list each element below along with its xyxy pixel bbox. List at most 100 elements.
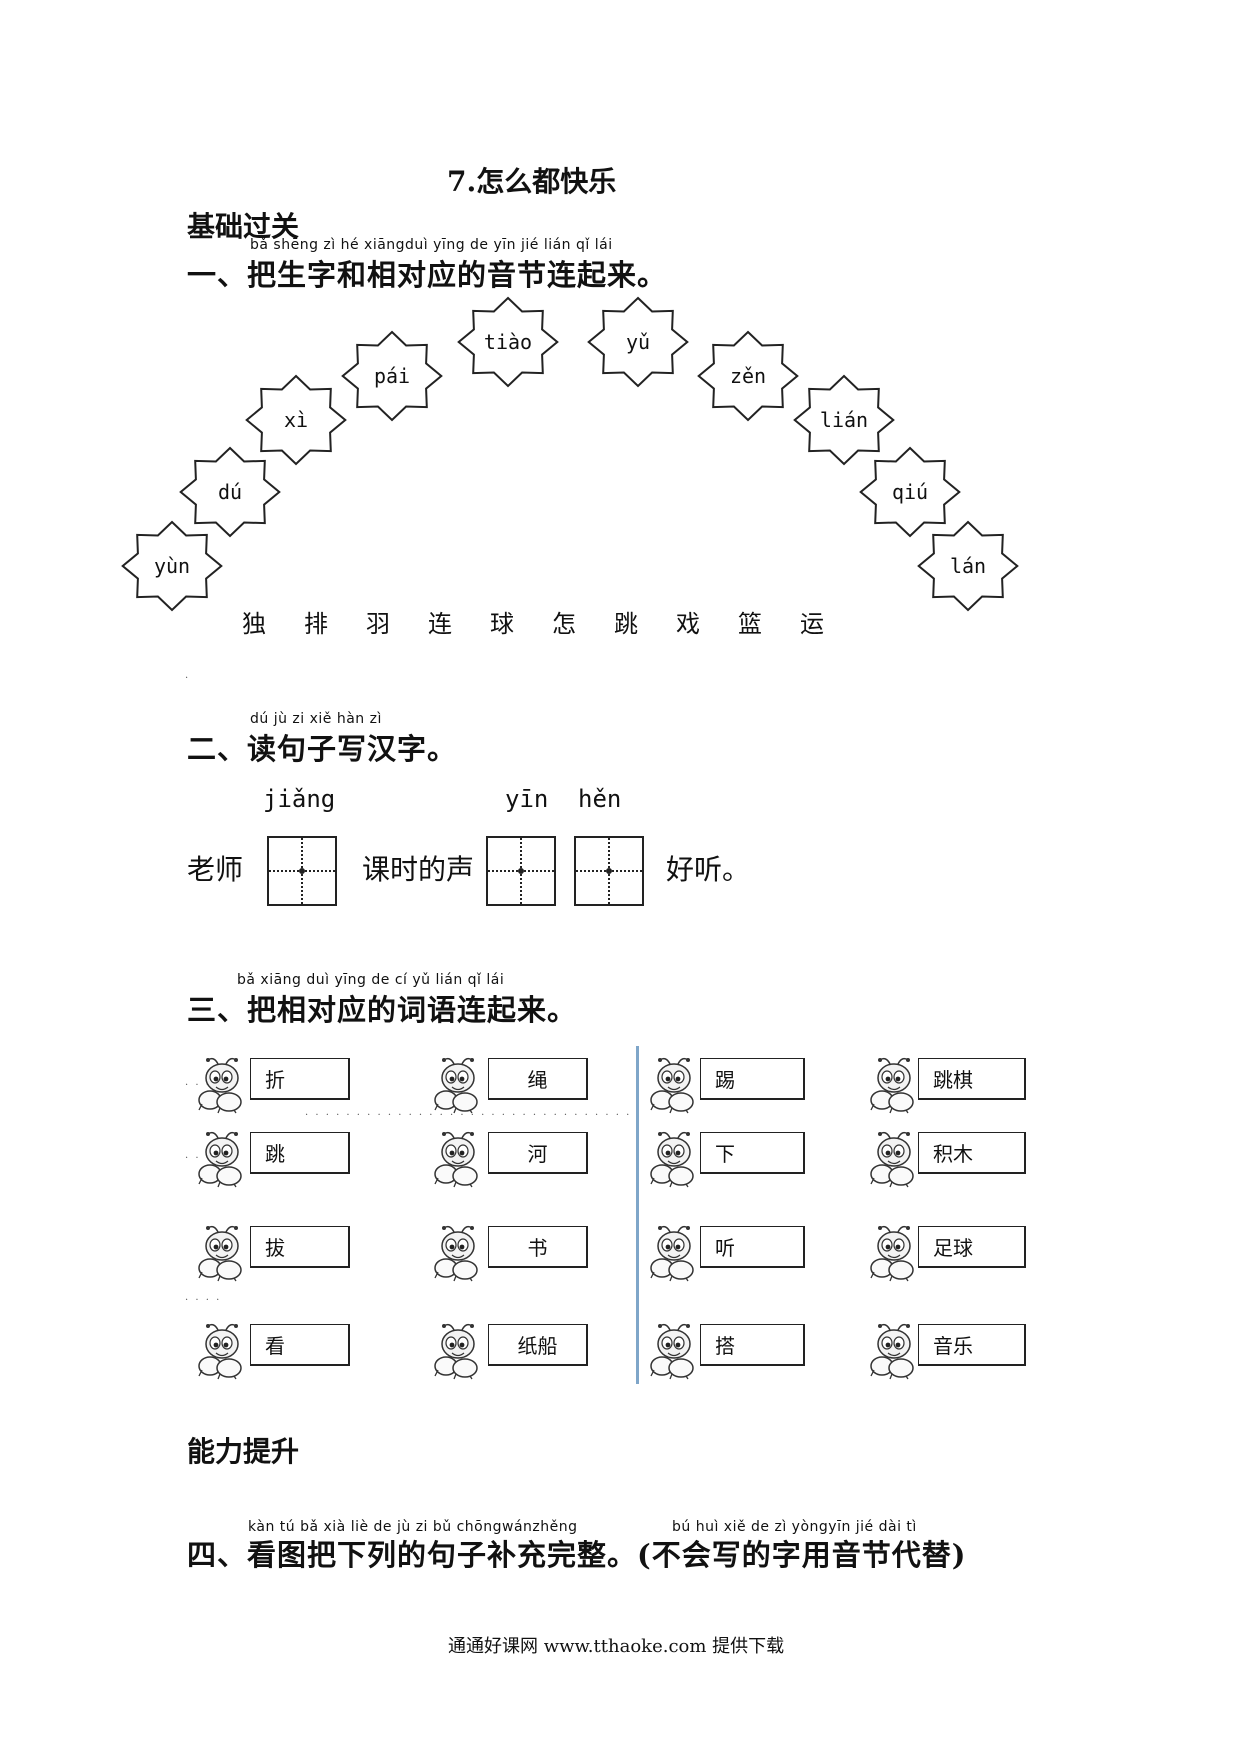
word-label: 下 <box>715 1142 735 1166</box>
word-label: 积木 <box>933 1142 973 1166</box>
q2-pinyin-yin: yīn <box>505 785 549 813</box>
q1-char: 连 <box>428 610 452 638</box>
q3-pinyin: bǎ xiāng duì yīng de cí yǔ lián qǐ lái <box>237 972 505 988</box>
word-match-box[interactable]: 跳棋 <box>918 1058 1026 1100</box>
stray-dot: . <box>185 670 191 681</box>
word-match-box[interactable]: 折 <box>250 1058 350 1100</box>
word-match-box[interactable]: 绳 <box>488 1058 588 1100</box>
word-match-box[interactable]: 听 <box>700 1226 805 1268</box>
pinyin-star-label: lián <box>819 408 869 432</box>
stray-dot: . . . . <box>185 1292 222 1303</box>
pinyin-star-label: pái <box>373 364 411 388</box>
bug-icon <box>432 1224 484 1282</box>
star-shape <box>179 446 281 538</box>
word-label: 河 <box>527 1142 548 1166</box>
q4-heading: 四、看图把下列的句子补充完整。(不会写的字用音节代替) <box>187 1538 967 1572</box>
q2-heading: 二、读句子写汉字。 <box>187 732 458 766</box>
word-label: 听 <box>715 1236 735 1260</box>
bug-icon <box>868 1322 920 1380</box>
star-shape <box>859 446 961 538</box>
page-title: 7.怎么都快乐 <box>447 165 617 198</box>
q2-pinyin-jiang: jiǎng <box>263 785 336 813</box>
q2-pinyin: dú jù zi xiě hàn zì <box>250 711 382 727</box>
q1-heading: 一、把生字和相对应的音节连起来。 <box>187 258 668 292</box>
word-match-box[interactable]: 纸船 <box>488 1324 588 1366</box>
bug-icon <box>648 1224 700 1282</box>
pinyin-star-card[interactable]: yùn <box>116 520 228 612</box>
pinyin-star-label: tiào <box>483 330 533 354</box>
q1-character-row: 独排羽连球怎跳戏篮运 <box>242 604 862 639</box>
stray-dot: . . . <box>185 1077 211 1088</box>
bug-icon <box>648 1130 700 1188</box>
pinyin-star-card[interactable]: tiào <box>452 296 564 388</box>
q4-pinyin-part1: kàn tú bǎ xià liè de jù zi bǔ chōngwánzh… <box>248 1519 578 1535</box>
star-shape <box>697 330 799 422</box>
q1-char: 戏 <box>676 610 700 638</box>
column-divider <box>636 1046 639 1384</box>
writing-grid-box[interactable] <box>486 836 556 906</box>
q2-pinyin-hen: hěn <box>578 785 622 813</box>
word-label: 搭 <box>715 1334 735 1358</box>
star-shape <box>245 374 347 466</box>
pinyin-star-label: qiú <box>891 480 929 504</box>
q2-sentence-part3: 好听。 <box>666 853 751 886</box>
bug-icon <box>432 1130 484 1188</box>
word-label: 跳棋 <box>933 1068 973 1092</box>
word-match-box[interactable]: 音乐 <box>918 1324 1026 1366</box>
pinyin-star-card[interactable]: xì <box>240 374 352 466</box>
bug-icon <box>648 1322 700 1380</box>
q1-char: 篮 <box>738 610 762 638</box>
pinyin-star-label: lán <box>949 554 987 578</box>
bug-icon <box>196 1130 248 1188</box>
q2-sentence-part2: 课时的声 <box>362 853 475 886</box>
pinyin-star-card[interactable]: pái <box>336 330 448 422</box>
q1-char: 怎 <box>552 610 576 638</box>
star-shape <box>457 296 559 388</box>
q2-sentence-part1: 老师 <box>187 853 244 886</box>
pinyin-star-card[interactable]: dú <box>174 446 286 538</box>
q1-char: 跳 <box>614 610 638 638</box>
word-label: 折 <box>265 1068 285 1092</box>
bug-icon <box>868 1056 920 1114</box>
star-shape <box>341 330 443 422</box>
word-label: 踢 <box>715 1068 735 1092</box>
word-label: 音乐 <box>933 1334 973 1358</box>
word-match-box[interactable]: 下 <box>700 1132 805 1174</box>
word-match-box[interactable]: 积木 <box>918 1132 1026 1174</box>
word-match-box[interactable]: 踢 <box>700 1058 805 1100</box>
word-label: 绳 <box>527 1068 548 1092</box>
word-label: 纸船 <box>517 1334 558 1358</box>
word-match-box[interactable]: 足球 <box>918 1226 1026 1268</box>
pinyin-star-card[interactable]: zěn <box>692 330 804 422</box>
pinyin-star-label: zěn <box>729 364 767 388</box>
star-shape <box>587 296 689 388</box>
word-match-box[interactable]: 看 <box>250 1324 350 1366</box>
star-shape <box>121 520 223 612</box>
q1-char: 排 <box>304 610 328 638</box>
bug-icon <box>196 1322 248 1380</box>
word-match-box[interactable]: 书 <box>488 1226 588 1268</box>
pinyin-star-label: xì <box>283 408 309 432</box>
word-match-box[interactable]: 拔 <box>250 1226 350 1268</box>
word-match-box[interactable]: 搭 <box>700 1324 805 1366</box>
word-match-box[interactable]: 河 <box>488 1132 588 1174</box>
word-label: 跳 <box>265 1142 285 1166</box>
bug-icon <box>868 1224 920 1282</box>
writing-grid-box[interactable] <box>574 836 644 906</box>
bug-icon <box>196 1056 248 1114</box>
star-shape <box>917 520 1019 612</box>
pinyin-star-card[interactable]: lán <box>912 520 1024 612</box>
pinyin-star-card[interactable]: qiú <box>854 446 966 538</box>
q4-pinyin-part2: bú huì xiě de zì yòngyīn jié dài tì <box>672 1519 917 1535</box>
q1-char: 独 <box>242 610 266 638</box>
pinyin-star-label: yùn <box>153 554 191 578</box>
q1-char: 球 <box>490 610 514 638</box>
pinyin-star-card[interactable]: yǔ <box>582 296 694 388</box>
pinyin-star-card[interactable]: lián <box>788 374 900 466</box>
writing-grid-box[interactable] <box>267 836 337 906</box>
q1-pinyin: bǎ shēng zì hé xiāngduì yīng de yīn jié … <box>250 237 613 253</box>
word-label: 拔 <box>265 1236 285 1260</box>
q3-heading: 三、把相对应的词语连起来。 <box>187 993 578 1027</box>
word-match-box[interactable]: 跳 <box>250 1132 350 1174</box>
